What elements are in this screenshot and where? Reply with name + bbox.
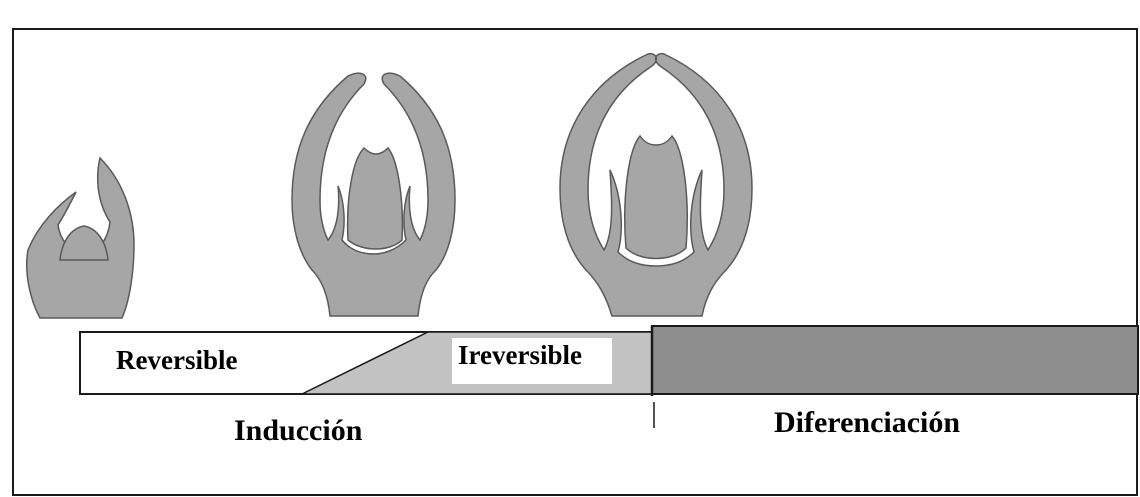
diferenciacion-zone: [652, 326, 1138, 394]
label-ireversible: Ireversible: [458, 340, 582, 371]
bud-stage-3: [560, 54, 752, 316]
bud-stage-1: [27, 158, 134, 318]
bud-2-apex: [348, 148, 403, 249]
bud-stage-2: [292, 73, 455, 316]
timeline-bar: [80, 326, 1138, 428]
bud-3-apex: [625, 136, 687, 259]
label-diferenciacion: Diferenciación: [774, 406, 960, 440]
label-reversible: Reversible: [116, 345, 237, 376]
label-induccion: Inducción: [234, 414, 362, 448]
bud-1-apex: [60, 226, 108, 260]
